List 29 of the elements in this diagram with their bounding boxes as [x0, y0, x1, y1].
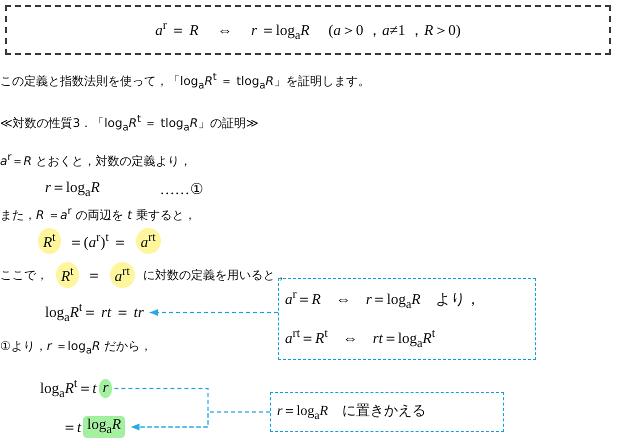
equation-text: ＝ — [86, 266, 102, 284]
highlighted-term: a$^{rt}$ — [110, 262, 135, 288]
equation-text: ＝(a$^{r}$)$^{t}$ ＝ — [68, 230, 128, 252]
equation-number: ……① — [160, 180, 203, 198]
formula-text: a$^{r}$ ＝ R ⇔ r ＝log$_{a}$R (a＞0 ，a≠1 ，R＞0) — [155, 18, 461, 42]
body-text: ここで， — [0, 266, 48, 284]
highlighted-term: a$^{rt}$ — [136, 228, 161, 254]
dashed-arrow — [114, 388, 209, 430]
equation-text: r＝log$_{a}$R — [45, 179, 100, 200]
body-text: また，R ＝a$^{r}$ の両辺を t 乗すると， — [0, 206, 196, 224]
highlighted-term: r — [98, 379, 112, 398]
formula-text: ＝t — [62, 418, 82, 436]
formula-text: log$_{a}$R$^{t}$＝t — [40, 376, 97, 401]
formula-text: log$_{a}$R$^{t}$＝ rt ＝ tr — [45, 300, 144, 325]
formula-text: a$^{r}$＝R ⇔ r＝log$_{a}$R より， — [285, 287, 481, 312]
body-text: ①より，r ＝log$_{a}$R だから， — [0, 338, 152, 356]
section-heading: ≪対数の性質3．「log$_{a}$R$^{t}$ ＝ tlog$_{a}$R」の証明≫ — [0, 114, 259, 134]
callout-box — [278, 278, 536, 360]
highlighted-term: R$^{t}$ — [56, 262, 79, 288]
note-text: r＝log$_{a}$R に置きかえる — [277, 402, 426, 422]
dashed-arrow — [150, 309, 278, 316]
highlighted-term: R$^{t}$ — [38, 228, 61, 254]
intro-sentence: この定義と指数法則を使って，「log$_{a}$R$^{t}$ ＝ tlog$_{a}$R」を証明します。 — [0, 72, 370, 92]
highlighted-term: log$_{a}$R — [83, 416, 126, 438]
callout-box — [270, 392, 504, 432]
definition-box — [5, 5, 611, 55]
body-text: a$^{r}$＝R とおくと，対数の定義より， — [0, 152, 192, 170]
dashed-arrow — [131, 411, 270, 430]
formula-text: a$^{rt}$＝R$^{t}$ ⇔ rt＝log$_{a}$R$^{t}$ — [285, 326, 436, 351]
